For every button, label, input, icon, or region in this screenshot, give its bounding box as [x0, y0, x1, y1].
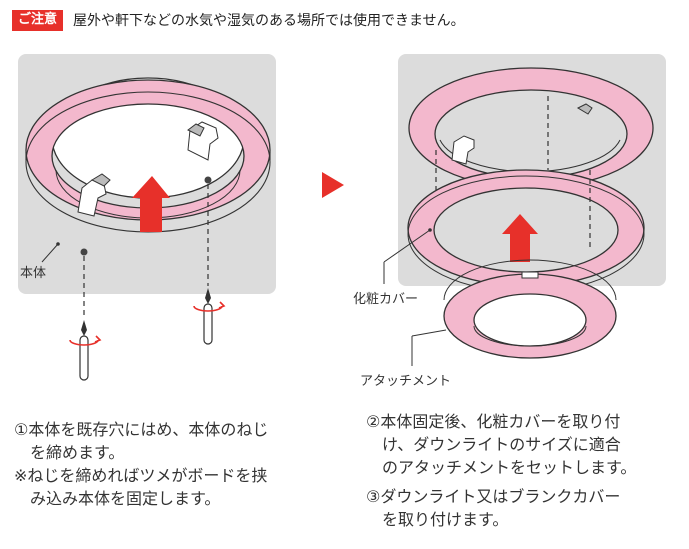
instructions-left: ①本体を既存穴にはめ、本体のねじ を締めます。 ※ねじを締めればツメがボードを挟… [14, 418, 268, 510]
label-body: 本体 [20, 266, 47, 281]
step2-line3: のアタッチメントをセットします。 [382, 458, 637, 477]
caution-badge: ご注意 [12, 10, 64, 31]
label-attachment: アタッチメント [360, 374, 452, 389]
label-decorative-cover: 化粧カバー [353, 292, 419, 307]
decorative-cover-ring [407, 169, 645, 287]
step2-line2: け、ダウンライトのサイズに適合 [382, 435, 621, 454]
attachment-ring [443, 259, 617, 359]
right-clamp [187, 121, 219, 161]
screw-left [80, 248, 88, 256]
step1-line1: ①本体を既存穴にはめ、本体のねじ [14, 420, 269, 439]
note-line2: み込み本体を固定します。 [30, 489, 221, 508]
step2-line1: ②本体固定後、化粧カバーを取り付 [366, 412, 621, 431]
screw-right [204, 176, 212, 184]
up-arrow-left [132, 176, 170, 232]
screwdriver-right [193, 288, 226, 345]
step3-line1: ③ダウンライト又はブランクカバー [366, 487, 621, 506]
instructions-right: ②本体固定後、化粧カバーを取り付 け、ダウンライトのサイズに適合 のアタッチメン… [366, 410, 636, 531]
next-step-triangle [322, 172, 344, 198]
step3-line2: を取り付けます。 [382, 510, 509, 529]
note-line1: ※ねじを締めればツメがボードを挟 [14, 466, 268, 485]
up-arrow-right [502, 214, 538, 262]
screwdriver-left [69, 320, 102, 381]
left-clamp [77, 173, 111, 217]
step1-line2: を締めます。 [30, 443, 125, 462]
caution-notice: ご注意 屋外や軒下などの水気や湿気のある場所では使用できません。 [12, 10, 465, 31]
right-figure [383, 54, 666, 366]
caution-text: 屋外や軒下などの水気や湿気のある場所では使用できません。 [73, 12, 465, 29]
left-figure [18, 54, 276, 381]
